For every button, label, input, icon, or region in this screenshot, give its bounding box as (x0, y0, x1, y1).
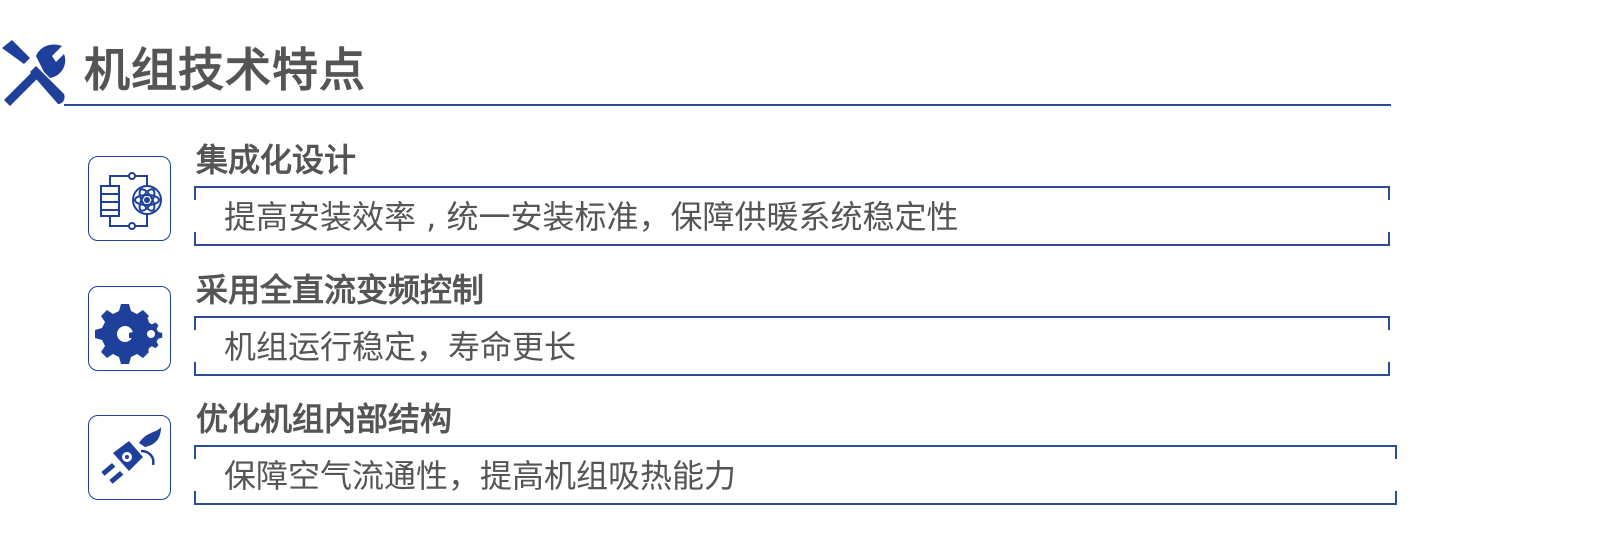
feature-description-box: 机组运行稳定，寿命更长 (194, 316, 1390, 376)
feature-description-box: 保障空气流通性，提高机组吸热能力 (194, 445, 1397, 505)
feature-description-box: 提高安装效率 , 统一安装标准，保障供暖系统稳定性 (194, 186, 1390, 246)
feature-description: 提高安装效率 , 统一安装标准，保障供暖系统稳定性 (224, 198, 959, 236)
feature-item: 集成化设计 提高安装效率 , 统一安装标准，保障供暖系统稳定性 (0, 138, 1599, 258)
feature-heading: 集成化设计 (196, 141, 357, 179)
gears-icon (94, 303, 162, 364)
feature-icon-frame (88, 286, 171, 371)
feature-icon-frame (88, 156, 171, 241)
feature-item: 采用全直流变频控制 机组运行稳定，寿命更长 (0, 268, 1599, 388)
tools-icon (2, 40, 66, 106)
title-divider (64, 104, 1391, 106)
feature-heading: 采用全直流变频控制 (196, 271, 485, 309)
feature-description: 保障空气流通性，提高机组吸热能力 (224, 457, 737, 495)
plug-leaf-icon (100, 426, 161, 484)
integration-icon (99, 171, 162, 230)
page-title: 机组技术特点 (84, 43, 366, 97)
feature-description: 机组运行稳定，寿命更长 (224, 328, 577, 366)
feature-heading: 优化机组内部结构 (196, 400, 453, 438)
feature-icon-frame (88, 415, 171, 500)
feature-item: 优化机组内部结构 保障空气流通性，提高机组吸热能力 (0, 397, 1599, 517)
